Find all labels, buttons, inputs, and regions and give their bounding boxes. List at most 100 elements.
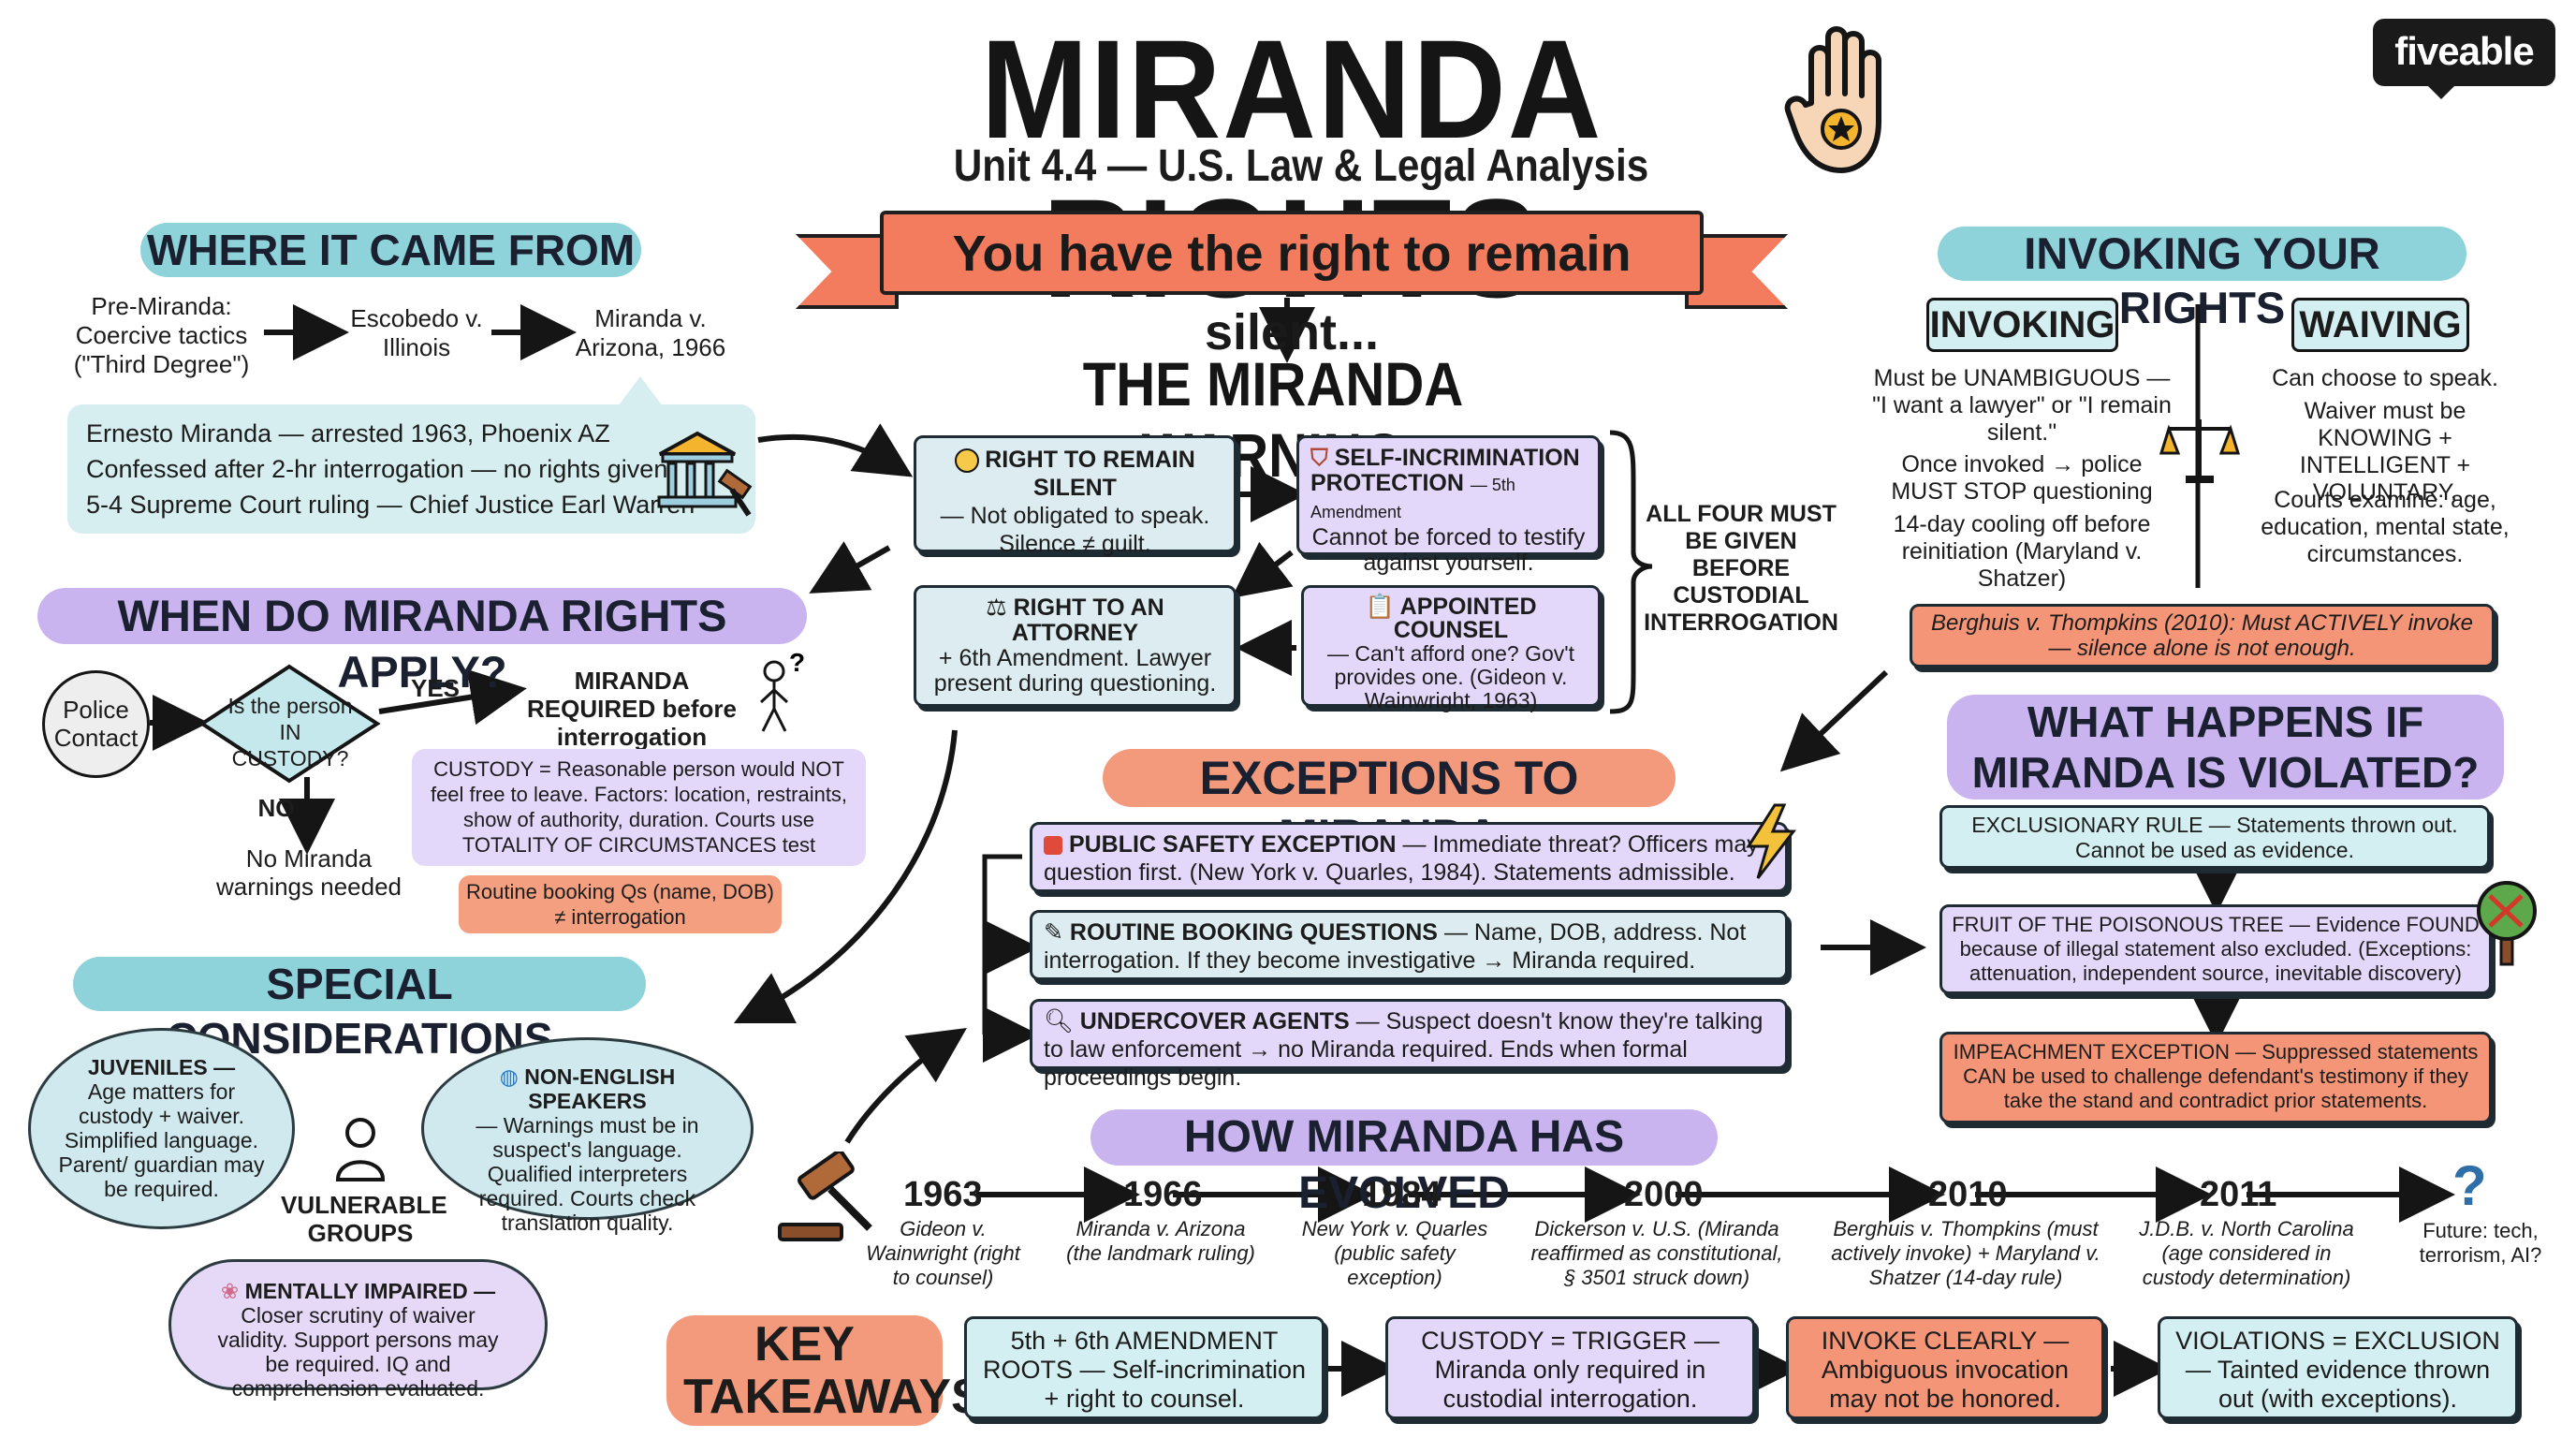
undercover-body: — Suspect doesn't know they're talking t… xyxy=(1044,1008,1764,1091)
exception-booking: ✎ ROUTINE BOOKING QUESTIONS — Name, DOB,… xyxy=(1030,910,1788,980)
exclusionary-rule-card: EXCLUSIONARY RULE — Statements thrown ou… xyxy=(1939,805,2490,869)
magnifier-icon: 🔍︎ xyxy=(1044,1008,1074,1034)
custody-decision-diamond xyxy=(198,663,381,785)
custody-decision-text: Is the person IN CUSTODY? xyxy=(227,694,353,770)
origin-facts-box: Ernesto Miranda — arrested 1963, Phoenix… xyxy=(67,404,755,534)
right-silent-card: RIGHT TO REMAIN SILENT — Not obligated t… xyxy=(914,435,1237,557)
right-attorney-body: + 6th Amendment. Lawyer present during q… xyxy=(933,645,1217,697)
self-incrimination-title: SELF-INCRIMINATION PROTECTION xyxy=(1310,445,1580,496)
violated-heading: WHAT HAPPENS IF MIRANDA IS VIOLATED? xyxy=(1947,695,2504,800)
origin-fact-ruling: 5-4 Supreme Court ruling — Chief Justice… xyxy=(86,491,695,519)
pencil-icon: ✎ xyxy=(1044,919,1063,946)
origin-fact-confession: Confessed after 2-hr interrogation — no … xyxy=(86,455,668,483)
appointed-counsel-title: APPOINTED COUNSEL xyxy=(1393,594,1537,643)
logo-tail xyxy=(2424,82,2458,99)
custody-definition-box: CUSTODY = Reasonable person would NOT fe… xyxy=(412,749,866,866)
non-english-title: NON-ENGLISH SPEAKERS xyxy=(524,1064,676,1113)
hand-badge-icon xyxy=(1783,19,1905,178)
appointed-counsel-card: 📋 APPOINTED COUNSEL — Can't afford one? … xyxy=(1301,585,1601,712)
self-incrimination-amendment: — 5th Amendment xyxy=(1310,476,1515,521)
timeline-future: Future: tech, terrorism, AI? xyxy=(2419,1219,2542,1267)
origin-step-miranda: Miranda v. Arizona, 1966 xyxy=(575,304,726,361)
invoking-stop: Once invoked → police MUST STOP question… xyxy=(1891,451,2153,505)
fiveable-logo: fiveable xyxy=(2373,19,2555,86)
violated-heading-text: WHAT HAPPENS IF MIRANDA IS VIOLATED? xyxy=(1947,695,2504,800)
booking-body: — Name, DOB, address. Not interrogation.… xyxy=(1044,919,1747,974)
mentally-impaired-bubble: ❀ MENTALLY IMPAIRED — Closer scrutiny of… xyxy=(168,1259,548,1401)
takeaway-invoke-clearly: INVOKE CLEARLY — Ambiguous invocation ma… xyxy=(1786,1316,2104,1419)
all-four-note: ALL FOUR MUST BE GIVEN BEFORE CUSTODIAL … xyxy=(1644,501,1838,636)
person-icon: ? xyxy=(754,648,810,735)
juveniles-title: JUVENILES — xyxy=(87,1055,236,1079)
self-incrimination-card: ⛉ SELF-INCRIMINATION PROTECTION — 5th Am… xyxy=(1296,435,1601,576)
impeachment-card: IMPEACHMENT EXCEPTION — Suppressed state… xyxy=(1939,1032,2492,1123)
undercover-title: UNDERCOVER AGENTS xyxy=(1079,1008,1350,1034)
timeline-desc-2000: Dickerson v. U.S. (Miranda reaffirmed as… xyxy=(1530,1217,1783,1289)
booking-title: ROUTINE BOOKING QUESTIONS xyxy=(1069,919,1438,946)
timeline-year-1966: 1966 xyxy=(1123,1175,1203,1214)
yes-label: YES xyxy=(410,674,461,702)
timeline-year-1963: 1963 xyxy=(903,1175,983,1214)
gavel-icon xyxy=(772,1149,885,1245)
takeaway-custody-trigger: CUSTODY = TRIGGER — Miranda only require… xyxy=(1385,1316,1755,1419)
invoking-heading: INVOKING YOUR RIGHTS xyxy=(1938,227,2466,332)
brain-icon: ❀ xyxy=(220,1279,240,1303)
svg-text:?: ? xyxy=(789,651,805,677)
timeline-desc-1966: Miranda v. Arizona (the landmark ruling) xyxy=(1066,1217,1255,1265)
right-silent-title: RIGHT TO REMAIN SILENT xyxy=(985,447,1195,501)
miranda-required-result: MIRANDA REQUIRED before interrogation xyxy=(527,667,737,751)
takeaway-violations-exclusion: VIOLATIONS = EXCLUSION — Tainted evidenc… xyxy=(2158,1316,2518,1419)
special-heading: SPECIAL CONSIDERATIONS xyxy=(73,957,646,1063)
right-silent-body: — Not obligated to speak. Silence ≠ guil… xyxy=(940,503,1210,557)
evolution-heading: HOW MIRANDA HAS EVOLVED xyxy=(1090,1109,1718,1218)
waiving-courts: Courts examine: age, education, mental s… xyxy=(2261,487,2510,567)
vulnerable-person-icon xyxy=(332,1114,388,1189)
waiving-label: WAIVING xyxy=(2291,298,2469,352)
timeline-year-2011: 2011 xyxy=(2200,1175,2277,1214)
waiving-knowing: Waiver must be KNOWING + INTELLIGENT + V… xyxy=(2299,398,2471,506)
tree-icon xyxy=(2469,875,2544,969)
scales-of-justice-icon xyxy=(2158,412,2242,487)
no-miranda-result: No Miranda warnings needed xyxy=(215,844,402,901)
clipboard-icon: 📋 xyxy=(1365,594,1395,620)
public-safety-title: PUBLIC SAFETY EXCEPTION xyxy=(1068,831,1397,858)
vulnerable-groups-label: VULNERABLE GROUPS xyxy=(281,1191,447,1247)
invoking-cooling-off: 14-day cooling off before reinitiation (… xyxy=(1893,511,2151,592)
right-attorney-title: RIGHT TO AN ATTORNEY xyxy=(1011,594,1164,646)
non-english-body: — Warnings must be in suspect's language… xyxy=(476,1113,699,1235)
courthouse-gavel-icon xyxy=(655,426,758,520)
self-incrimination-body: Cannot be forced to testify against your… xyxy=(1311,524,1586,576)
timeline-desc-2011: J.D.B. v. North Carolina (age considered… xyxy=(2139,1217,2354,1289)
origin-step-pre-miranda: Pre-Miranda: Coercive tactics ("Third De… xyxy=(73,292,250,378)
shield-icon: ⛉ xyxy=(1310,445,1328,471)
origin-facts-tail xyxy=(618,376,663,406)
alarm-icon xyxy=(1044,836,1062,856)
exceptions-heading: EXCEPTIONS TO MIRANDA xyxy=(1103,749,1676,862)
invoking-label: INVOKING xyxy=(1926,298,2118,352)
timeline-desc-1984: New York v. Quarles (public safety excep… xyxy=(1301,1217,1488,1289)
takeaway-amendment-roots: 5th + 6th AMENDMENT ROOTS — Self-incrimi… xyxy=(964,1316,1325,1419)
exception-public-safety: PUBLIC SAFETY EXCEPTION — Immediate thre… xyxy=(1030,822,1788,892)
timeline-year-2000: 2000 xyxy=(1624,1175,1704,1214)
exception-undercover: 🔍︎ UNDERCOVER AGENTS — Suspect doesn't k… xyxy=(1030,999,1788,1091)
globe-icon: ◍ xyxy=(499,1064,519,1089)
booking-note: Routine booking Qs (name, DOB) ≠ interro… xyxy=(466,880,774,929)
right-attorney-card: ⚖ RIGHT TO AN ATTORNEY + 6th Amendment. … xyxy=(914,585,1237,707)
juveniles-bubble: JUVENILES — Age matters for custody + wa… xyxy=(28,1028,295,1229)
page-subtitle: Unit 4.4 — U.S. Law & Legal Analysis xyxy=(953,141,1649,191)
timeline-desc-1963: Gideon v. Wainwright (right to counsel) xyxy=(866,1217,1020,1289)
no-label: NO xyxy=(257,794,295,822)
apply-heading: WHEN DO MIRANDA RIGHTS APPLY? xyxy=(37,588,807,697)
origin-step-escobedo: Escobedo v. Illinois xyxy=(350,304,483,361)
waiving-choose: Can choose to speak. xyxy=(2272,365,2498,391)
timeline-year-1984: 1984 xyxy=(1362,1175,1442,1214)
lightning-icon xyxy=(1743,803,1799,880)
face-icon xyxy=(955,448,980,474)
booking-note-box: Routine booking Qs (name, DOB) ≠ interro… xyxy=(459,875,782,933)
public-safety-body: — Immediate threat? Officers may questio… xyxy=(1044,831,1759,886)
custody-definition: CUSTODY = Reasonable person would NOT fe… xyxy=(430,757,848,857)
origin-heading: WHERE IT CAME FROM xyxy=(140,223,641,277)
mentally-impaired-body: Closer scrutiny of waiver validity. Supp… xyxy=(217,1303,499,1401)
berghuis-card: Berghuis v. Thompkins (2010): Must ACTIV… xyxy=(1910,604,2495,668)
scales-icon: ⚖ xyxy=(986,594,1007,621)
